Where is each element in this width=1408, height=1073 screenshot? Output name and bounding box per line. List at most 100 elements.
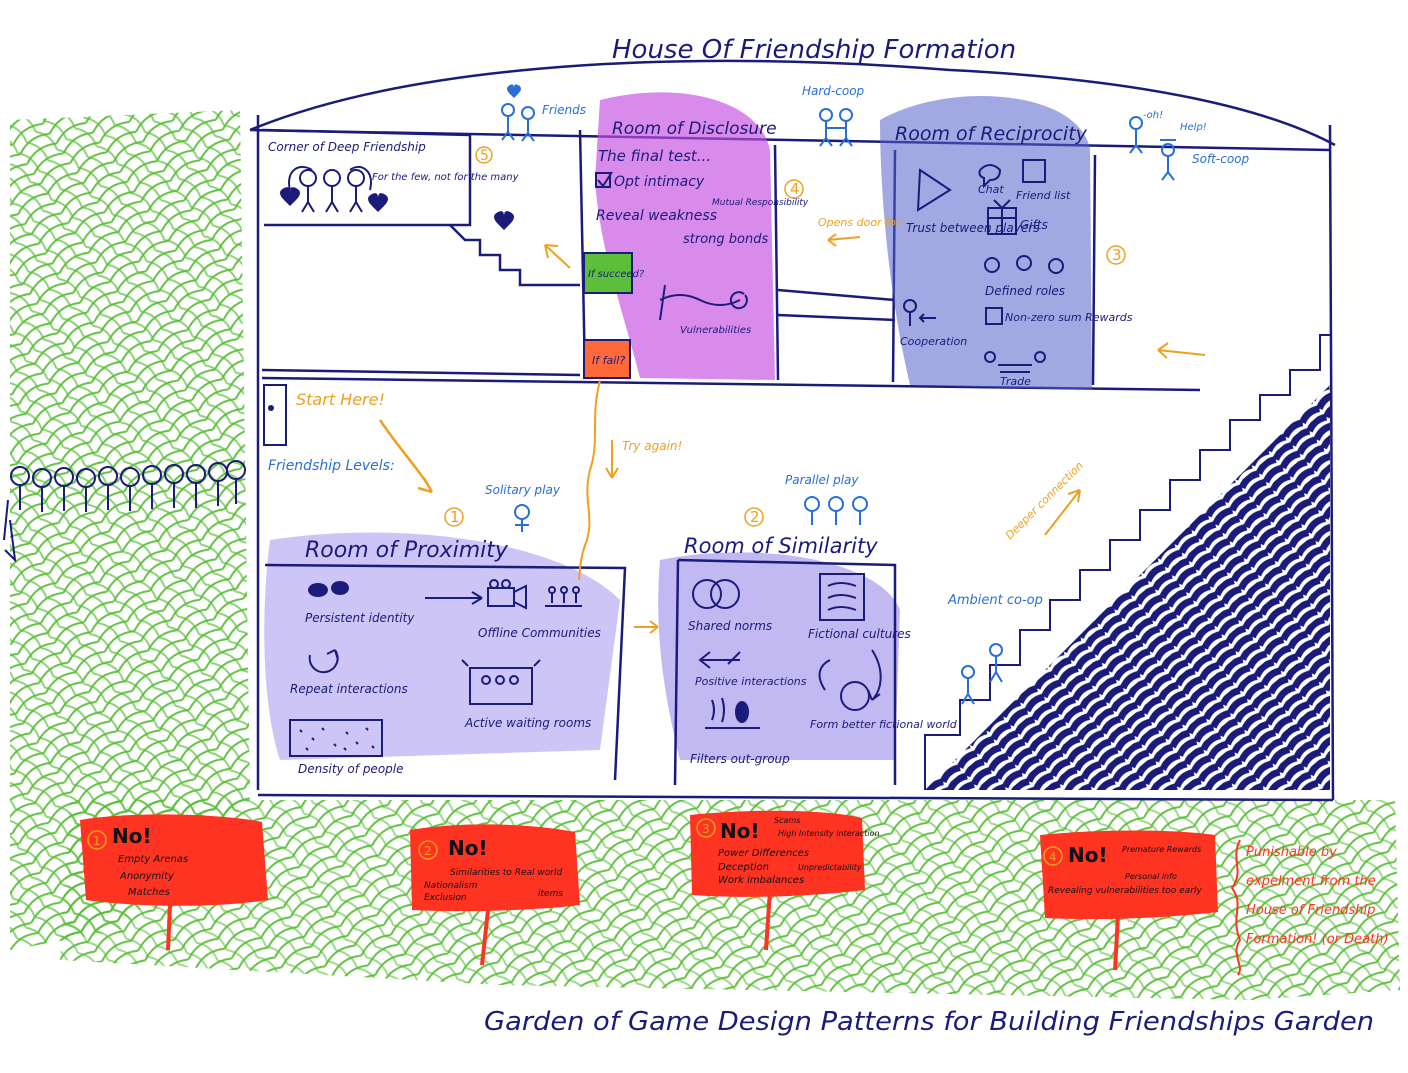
proximity-title: Room of Proximity: [305, 538, 509, 563]
proximity-item-density: Density of people: [298, 762, 404, 776]
globe-icon: [840, 681, 870, 711]
sign-3-item-2: High Intensity interaction: [778, 829, 880, 838]
deep-friends-icon: [288, 165, 372, 213]
heart-blue-icon: [507, 84, 521, 98]
friends-label: Friends: [542, 103, 586, 117]
heart-icon-2: [368, 193, 388, 212]
disclosure-line-1: The final test...: [598, 147, 711, 165]
page-title: House Of Friendship Formation: [612, 35, 1016, 65]
checkmark-icon: [597, 171, 613, 188]
disclosure-line-2: Opt intimacy: [614, 174, 705, 190]
proximity-arrow: [425, 591, 483, 605]
hard-coop-label: Hard-coop: [802, 84, 865, 98]
hard-coop-figures-icon: [819, 108, 853, 147]
friendship-levels-label: Friendship Levels:: [268, 458, 395, 474]
proximity-item-offline: Offline Communities: [478, 626, 601, 640]
deeper-connection-label: Deeper connection: [1003, 459, 1086, 542]
reciprocity-item-roles: Defined roles: [985, 284, 1065, 298]
proximity-number: 1: [450, 508, 460, 526]
birds-icon: [705, 697, 760, 729]
similarity-number: 2: [750, 508, 760, 526]
cooperation-icon: [903, 299, 936, 326]
density-icon: [289, 719, 383, 757]
interaction-arrows-icon: [698, 651, 741, 669]
reciprocity-item-cooperation: Cooperation: [900, 335, 967, 348]
punishable-note-wrap: Punishable by expelment from the House o…: [1246, 845, 1389, 947]
reciprocity-number: 3: [1112, 246, 1122, 264]
opens-door-arrow: [827, 233, 861, 247]
sign-3-item-6: Work imbalances: [718, 875, 804, 886]
house-outline: [249, 59, 1336, 802]
start-arrow: [378, 419, 434, 494]
sign-4: 4 No! Premature Rewards Personal info Re…: [1040, 830, 1218, 971]
sign-3: 3 No! Scams High Intensity interaction P…: [690, 810, 880, 951]
queue-crowd: [3, 460, 246, 563]
similarity-item-positive: Positive interactions: [695, 675, 807, 688]
solitary-figure-icon: [514, 504, 530, 532]
proximity-to-similarity-arrow: [634, 620, 659, 634]
sign-3-title: No!: [720, 819, 760, 843]
upper-walls: [261, 128, 1097, 386]
disclosure-shading: [595, 92, 775, 380]
reciprocity-shading: [880, 96, 1092, 390]
reciprocity-item-nonzero: Non-zero sum Rewards: [1005, 311, 1133, 324]
sign-2-number: 2: [424, 844, 432, 858]
succeed-box[interactable]: If succeed?: [583, 252, 645, 294]
reciprocity-number-circle: [1106, 245, 1126, 265]
proximity-number-circle: [444, 507, 464, 527]
sign-4-item-3: Revealing vulnerabilities too early: [1048, 886, 1202, 896]
cycle-arrow-icon-2: [818, 659, 831, 691]
sign-1: 1 No! Empty Arenas Anonymity Matches: [80, 814, 268, 951]
sign-3-item-4: Deception: [718, 862, 769, 873]
disclosure-mutual: Mutual Responsibility: [712, 198, 809, 208]
succeed-arrow: [544, 244, 571, 269]
similarity-title: Room of Similarity: [684, 534, 878, 558]
waiting-room-icon: [461, 659, 541, 705]
sign-4-number: 4: [1049, 850, 1057, 864]
deeper-arrow: [1044, 489, 1081, 536]
sign-2-item-2: Nationalism: [424, 881, 478, 891]
entry-door[interactable]: [263, 384, 287, 446]
repeat-icon: [308, 649, 339, 674]
disclosure-number-circle: [784, 179, 804, 199]
corner-number-circle: [475, 146, 493, 164]
proximity-item-repeat: Repeat interactions: [290, 682, 408, 696]
sign-3-number: 3: [702, 822, 710, 836]
succeed-label: If succeed?: [588, 269, 645, 280]
heart-icon-3: [494, 211, 514, 230]
gift-icon: [987, 199, 1017, 235]
trade-icon: [984, 351, 1046, 373]
similarity-item-cultures: Fictional cultures: [808, 627, 911, 641]
reciprocity-title: Room of Reciprocity: [895, 123, 1088, 145]
reciprocity-item-chat: Chat: [978, 183, 1004, 196]
sign-3-item-3: Power Differences: [718, 848, 809, 859]
sign-2-item-4: items: [538, 889, 563, 899]
stairs-arrow-up: [1157, 342, 1206, 359]
disclosure-number: 4: [790, 180, 800, 198]
sign-3-number-circle: [696, 818, 716, 838]
fail-box[interactable]: If fail?: [583, 339, 631, 379]
soft-coop-speech-2: Help!: [1180, 122, 1207, 133]
venn-icon: [692, 579, 740, 609]
lower-walls: [264, 558, 897, 786]
similarity-item-filters: Filters out-group: [690, 752, 790, 766]
start-label: Start Here!: [296, 390, 385, 409]
sign-2-number-circle: [418, 840, 438, 860]
soft-coop-figures-icon: [1129, 116, 1176, 181]
staircase: [924, 334, 1330, 790]
camera-icon: [487, 579, 527, 610]
similarity-item-world: Form better fictional world: [810, 718, 958, 731]
garden-title: Garden of Game Design Patterns for Build…: [484, 1007, 1374, 1037]
sign-1-number-circle: [87, 830, 107, 850]
sign-1-item-1: Empty Arenas: [118, 854, 188, 865]
corner-number: 5: [480, 148, 489, 164]
heart-icon: [280, 187, 300, 206]
disclosure-strong: strong bonds: [683, 232, 768, 247]
sign-1-number: 1: [93, 834, 101, 848]
grass-left: [10, 110, 250, 950]
reciprocity-item-trade: Trade: [1000, 375, 1031, 388]
roles-icon: [984, 255, 1064, 274]
sign-4-item-1: Premature Rewards: [1122, 845, 1201, 854]
sign-2-title: No!: [448, 836, 488, 860]
similarity-shading: [658, 552, 900, 760]
